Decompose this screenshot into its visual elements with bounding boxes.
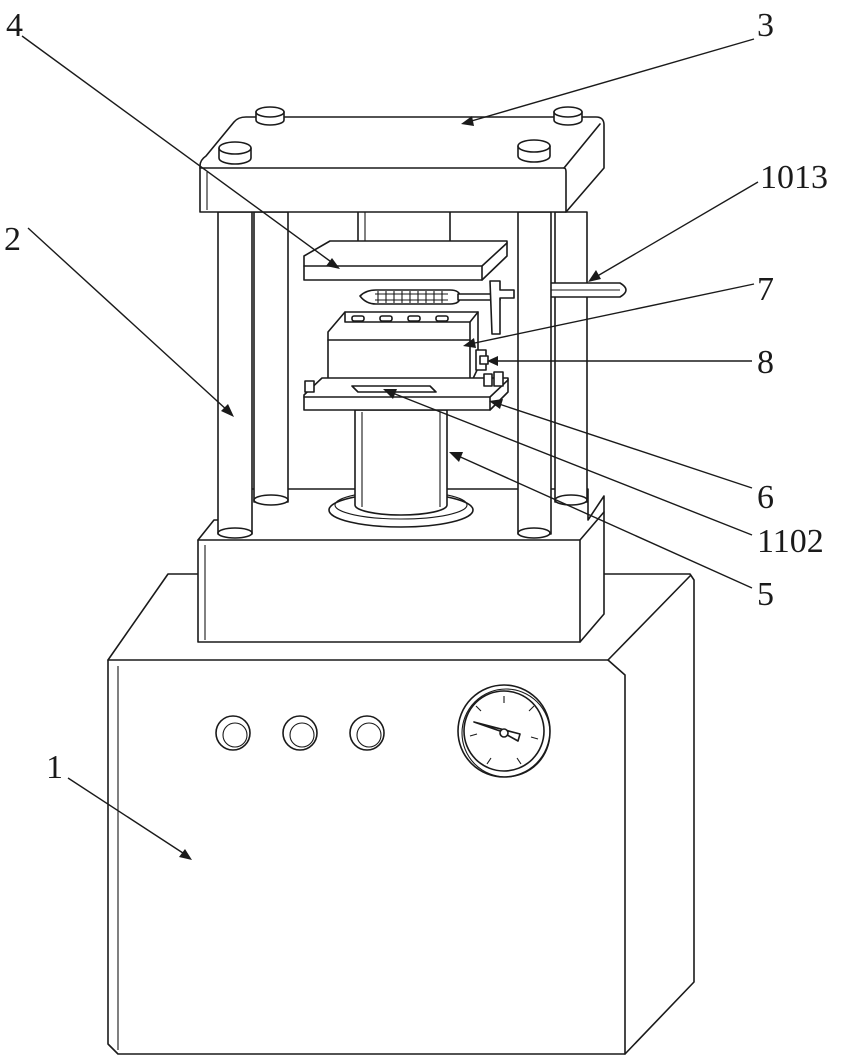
side-clamp bbox=[476, 350, 488, 370]
label-guide-column: 2 bbox=[4, 221, 21, 258]
label-lower-cylinder: 5 bbox=[757, 576, 774, 613]
label-plate-slot: 1102 bbox=[757, 523, 824, 560]
knob-icon-2 bbox=[283, 716, 317, 750]
lower-cylinder bbox=[329, 410, 473, 527]
label-upper-platen: 4 bbox=[6, 7, 23, 44]
label-heater-rod: 1013 bbox=[760, 159, 828, 196]
label-lower-platen: 6 bbox=[757, 479, 774, 516]
pressure-gauge-icon bbox=[458, 685, 550, 777]
label-side-clamp: 8 bbox=[757, 344, 774, 381]
top-plate bbox=[200, 117, 604, 212]
base-cabinet bbox=[108, 574, 694, 1054]
nut-icon-1 bbox=[256, 107, 284, 125]
nut-icon-2 bbox=[554, 107, 582, 125]
label-mold-box: 7 bbox=[757, 271, 774, 308]
upper-platen bbox=[304, 241, 507, 280]
knob-icon-3 bbox=[350, 716, 384, 750]
knob-icon-1 bbox=[216, 716, 250, 750]
label-base-cabinet: 1 bbox=[46, 749, 63, 786]
label-top-plate: 3 bbox=[757, 7, 774, 44]
mold-box bbox=[328, 312, 478, 385]
nut-icon-4 bbox=[518, 140, 550, 162]
nut-icon-3 bbox=[219, 142, 251, 164]
